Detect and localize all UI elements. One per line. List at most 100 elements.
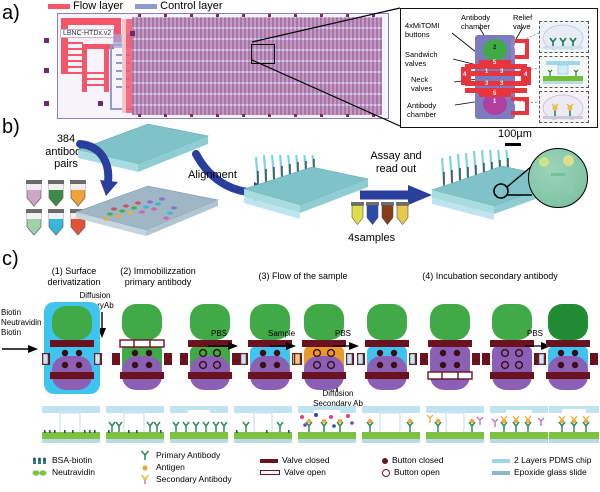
legend-item-neutravidin: Neutravidin <box>32 467 95 478</box>
arrow-spotting <box>76 140 118 196</box>
legend-item-valve-open: Valve open <box>260 467 330 478</box>
thumbnail-sandwich-complex <box>539 91 589 123</box>
legend-label: Epoxide glass slide <box>514 467 587 477</box>
diffusion-secondary-label: Diffusion Secondary Ab <box>313 389 363 408</box>
legend-item-valve-closed: Valve closed <box>260 455 330 466</box>
legend-label: 2 Layers PDMS chip <box>514 455 592 465</box>
inlet-arrow-icon <box>2 345 38 353</box>
legend-label: Neutravidin <box>52 467 95 477</box>
cell-number: 6 <box>514 101 518 107</box>
samples-count-label: 4samples <box>348 232 396 244</box>
button-closed-icon <box>382 457 388 464</box>
legend-label: Valve closed <box>282 455 330 465</box>
legend-label: Button open <box>394 467 440 477</box>
arrow-assay <box>360 185 432 205</box>
chamber-step-2a <box>110 300 174 401</box>
pbs-label-3: PBS <box>527 329 544 338</box>
panel-a-legend: Flow layer Control layer <box>48 0 222 12</box>
cell-number: 3 <box>500 69 504 75</box>
control-layer-label: Control layer <box>160 0 223 12</box>
button-open-icon <box>382 468 390 477</box>
legend-column-3: Valve closed Valve open <box>260 455 330 479</box>
surface-tile-6 <box>360 404 422 451</box>
legend-item-bsa-biotin: BSA-biotin <box>32 455 95 466</box>
step-3-title: (3) Flow of the sample <box>258 271 348 281</box>
legend-label: BSA-biotin <box>52 455 93 465</box>
step-4-title: (4) Incubation secondary antibody <box>422 271 558 281</box>
assay-readout-label: Assay and read out <box>370 150 422 175</box>
cell-number: 5 <box>493 91 497 97</box>
legend-item-button-closed: Button closed <box>382 455 444 466</box>
legend-column-4: Button closed Button open <box>382 455 444 479</box>
chamber-step-3b <box>292 300 356 401</box>
chamber-step-4c <box>536 300 600 401</box>
pdms-layer-icon <box>492 458 510 463</box>
chamber-step-2b <box>178 300 242 401</box>
antigen-icon <box>142 465 148 471</box>
legend-column-5: 2 Layers PDMS chip Epoxide glass slide <box>492 455 591 479</box>
legend-label: Button closed <box>392 455 444 465</box>
step-1-title: (1) Surface derivatization <box>47 266 101 287</box>
valve-open-icon <box>260 470 280 475</box>
cell-number: 5 <box>493 60 497 66</box>
thumbnail-primary-antibody <box>539 21 589 53</box>
alignment-label: Alignment <box>188 169 237 181</box>
legend-flow-layer: Flow layer <box>48 0 123 12</box>
surface-tile-5 <box>296 404 358 451</box>
step-2-title: (2) Immobilizzation primary antibody <box>120 266 196 287</box>
antibody-pairs-label: 384 antibody pairs <box>45 133 87 170</box>
neutravidin-icon <box>32 470 47 476</box>
surface-tile-1 <box>40 404 102 451</box>
thumbnail-button-closed <box>539 56 589 88</box>
cell-number: 2 <box>493 45 497 51</box>
scale-bar-label: 100µm <box>498 128 532 140</box>
legend-item-antigen: Antigen <box>138 462 232 473</box>
flow-arrow-icon <box>333 342 359 350</box>
chamber-step-3c <box>355 300 419 401</box>
flow-layer-swatch-icon <box>48 3 70 9</box>
legend-label: Valve open <box>284 467 326 477</box>
aligned-device <box>240 148 370 230</box>
biotin-label-bottom: Biotin <box>1 328 22 337</box>
chamber-step-1 <box>40 300 104 401</box>
chip-port <box>98 101 103 106</box>
panel-a-letter: a) <box>2 2 20 24</box>
cell-number: 1 <box>493 99 497 105</box>
legend-item-pdms-chip: 2 Layers PDMS chip <box>492 455 591 466</box>
chip-port <box>130 31 135 36</box>
chamber-array <box>132 17 382 115</box>
spotted-glass-slide <box>72 182 222 247</box>
legend-label: Secondary Antibody <box>156 474 232 484</box>
chip-name-label: LBNC-HTDx.v2 <box>60 29 115 38</box>
flow-layer-label: Flow layer <box>73 0 124 12</box>
zoom-leader-lines <box>251 7 401 127</box>
legend-item-button-open: Button open <box>382 467 444 478</box>
surface-tile-3 <box>168 404 230 451</box>
secondary-antibody-icon <box>140 474 150 484</box>
panel-b-letter: b) <box>2 116 20 138</box>
chip-port <box>44 68 49 73</box>
bottom-port-row <box>132 114 382 117</box>
cell-number: 1 <box>485 69 489 75</box>
control-layer-swatch-icon <box>135 3 158 9</box>
legend-column-1: BSA-biotin Neutravidin <box>32 455 95 479</box>
pbs-label-2: PBS <box>335 329 352 338</box>
flow-arrow-icon <box>208 342 238 350</box>
pbs-label-1: PBS <box>211 329 228 338</box>
primary-antibody-icon <box>140 450 150 460</box>
cell-number: 3 <box>485 81 489 87</box>
surface-tile-2 <box>104 404 166 451</box>
legend-item-primary-antibody: Primary Antibody <box>138 450 232 461</box>
legend-label: Antigen <box>156 462 185 472</box>
legend-label: Primary Antibody <box>156 450 221 460</box>
chip-port <box>44 101 49 106</box>
sample-tube-rack <box>350 202 412 243</box>
chamber-step-3a <box>238 300 302 401</box>
antibody-chamber-top <box>483 39 507 61</box>
surface-tile-7 <box>424 404 486 451</box>
